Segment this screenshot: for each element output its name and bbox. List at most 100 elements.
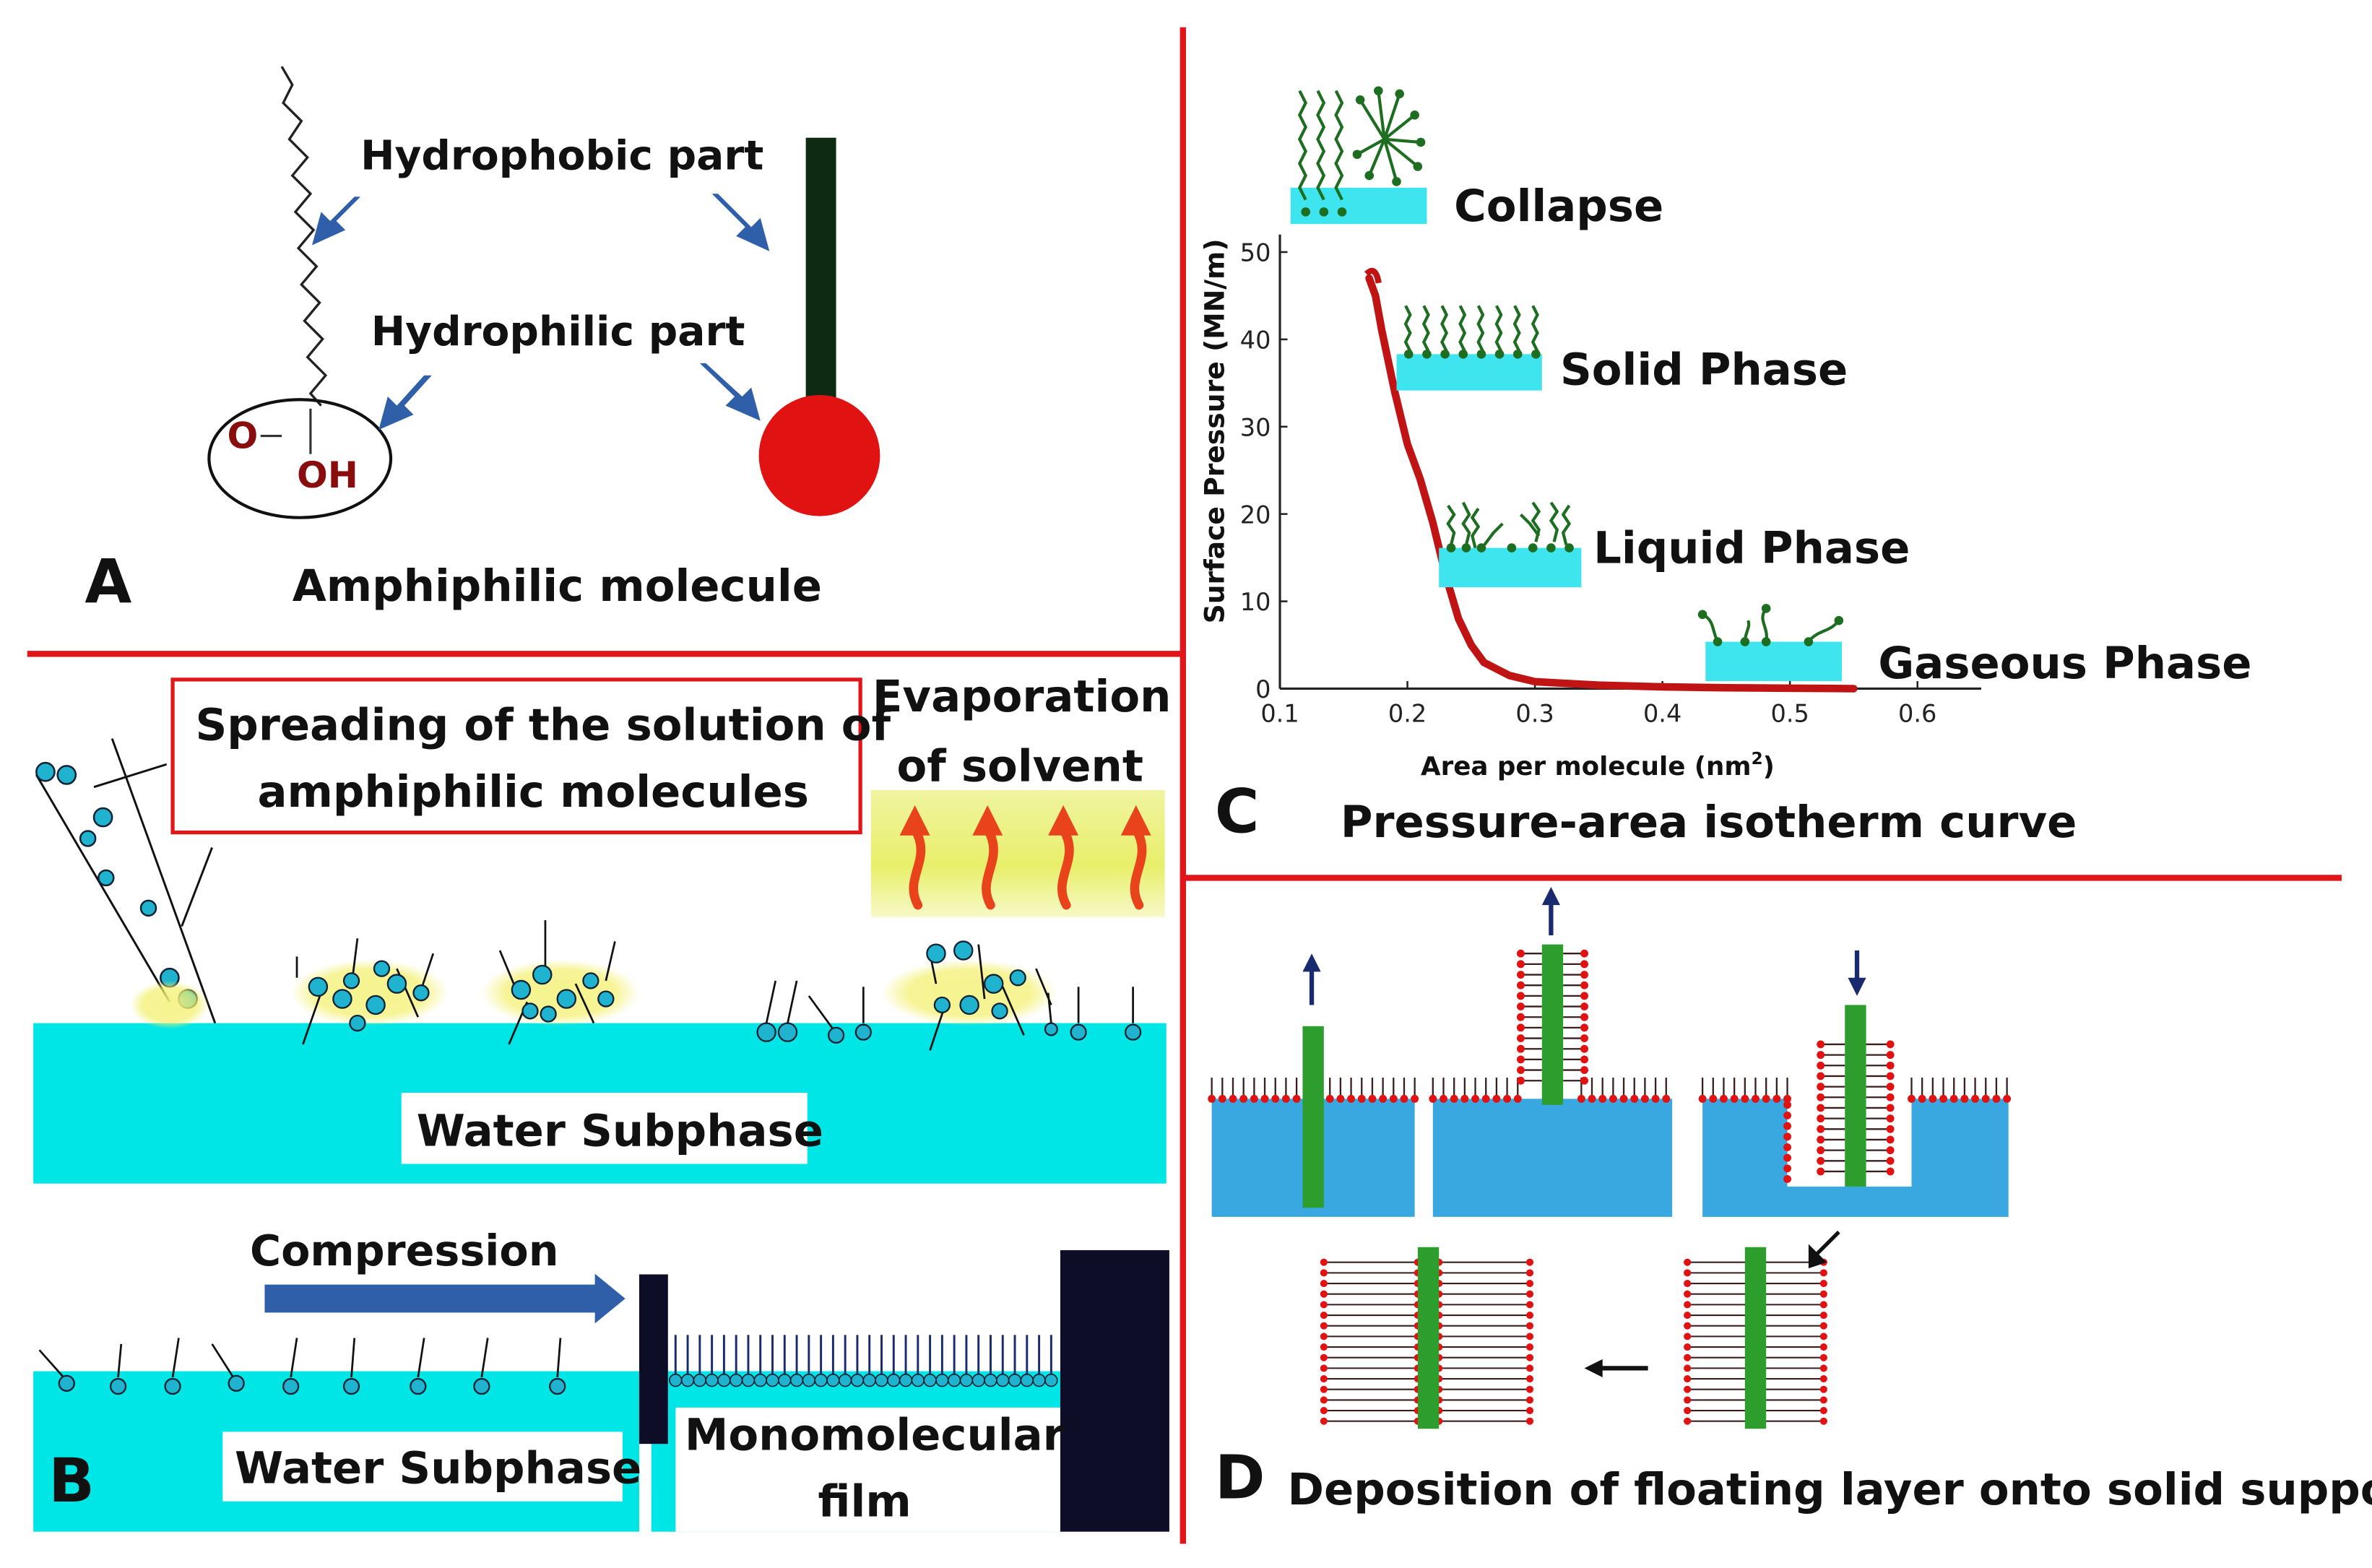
layer-head <box>1239 1094 1248 1103</box>
bilayer-head <box>1819 1353 1827 1361</box>
column-head <box>1886 1051 1895 1060</box>
column-head <box>1886 1093 1895 1101</box>
layer-head <box>1662 1094 1671 1103</box>
film-molecule-head <box>814 1373 828 1387</box>
column-head <box>1516 1034 1525 1043</box>
substrate-4 <box>1417 1247 1440 1429</box>
column-head <box>1817 1135 1825 1144</box>
column-head <box>1516 971 1525 979</box>
layer-head <box>1347 1094 1356 1103</box>
multilayer-head <box>1320 1364 1328 1372</box>
multilayer-head <box>1320 1375 1328 1383</box>
column-head <box>1580 1066 1588 1075</box>
spreading-label-line1: Spreading of the solution of <box>196 701 891 751</box>
column-head <box>1886 1061 1895 1070</box>
phase-label-liquid: Liquid Phase <box>1593 524 1910 574</box>
multilayer-head <box>1526 1301 1534 1309</box>
column-head <box>1886 1135 1895 1144</box>
film-molecule-head <box>802 1373 816 1387</box>
panel-letter-a: A <box>85 546 131 617</box>
film-molecule-head <box>766 1373 779 1387</box>
evaporation-arrowheads <box>899 805 1151 836</box>
column-head <box>1783 1153 1792 1162</box>
column-head <box>1783 1164 1792 1173</box>
layer-head <box>1411 1094 1419 1103</box>
x-tick-label: 0.4 <box>1643 700 1681 728</box>
column-head <box>1817 1156 1825 1165</box>
column-head <box>1886 1114 1895 1123</box>
film-molecule-head <box>971 1373 985 1387</box>
bilayer-head <box>1819 1364 1827 1372</box>
y-tick-label: 0 <box>1255 675 1271 703</box>
film-molecule-head <box>680 1373 695 1387</box>
column-head <box>1516 1023 1525 1032</box>
layer-head <box>1762 1094 1770 1103</box>
column-head <box>1783 1111 1792 1119</box>
layer-head <box>1730 1094 1739 1103</box>
multilayer-head <box>1526 1417 1534 1425</box>
column-head <box>1817 1114 1825 1123</box>
multilayer-head <box>1526 1280 1534 1288</box>
layer-head <box>1271 1094 1280 1103</box>
y-tick-label: 50 <box>1240 239 1271 267</box>
multilayer-head <box>1320 1322 1328 1330</box>
bilayer-head <box>1819 1280 1827 1288</box>
multilayer-head <box>1526 1322 1534 1330</box>
bilayer-head <box>1684 1290 1692 1298</box>
film-molecule-head <box>996 1373 1010 1387</box>
layer-head <box>1960 1094 1969 1103</box>
sequence-arrows <box>1584 1230 1840 1377</box>
column-head <box>1817 1051 1825 1060</box>
evaporation-line2: of solvent <box>896 741 1143 792</box>
trough-3-water <box>1702 1099 2009 1217</box>
spreading-label-line2: amphiphilic molecules <box>258 767 809 818</box>
film-molecule-head <box>778 1373 792 1387</box>
layer-head <box>1429 1094 1437 1103</box>
layer-head <box>1292 1094 1301 1103</box>
layer-head <box>1325 1094 1334 1103</box>
film-molecule-head <box>899 1373 913 1387</box>
film-label-box <box>675 1407 1060 1532</box>
multilayer-head <box>1526 1269 1534 1277</box>
layer-head <box>1720 1094 1728 1103</box>
x-tick-label: 0.5 <box>1770 700 1809 728</box>
layer-head <box>1400 1094 1408 1103</box>
column-head <box>1817 1061 1825 1070</box>
multilayer-head <box>1320 1312 1328 1320</box>
hydrophobic-label: Hydrophobic part <box>360 132 763 180</box>
multilayer-head <box>1320 1407 1328 1415</box>
film-molecule-head <box>935 1373 949 1387</box>
film-molecule-head <box>753 1373 767 1387</box>
panel-d: D Deposition of floating layer onto soli… <box>1208 886 2372 1515</box>
layer-head <box>1250 1094 1258 1103</box>
column-head <box>1580 1002 1588 1010</box>
phase-label-collapse: Collapse <box>1454 181 1663 232</box>
column-head <box>1817 1167 1825 1176</box>
panel-letter-c: C <box>1215 776 1260 847</box>
multilayer-head <box>1526 1312 1534 1320</box>
panel-letter-d: D <box>1215 1442 1265 1513</box>
column-head <box>1817 1125 1825 1133</box>
solid-phase-icon <box>1396 305 1542 391</box>
column-head <box>1886 1156 1895 1165</box>
column-head <box>1817 1093 1825 1101</box>
column-head <box>1783 1174 1792 1183</box>
column-head <box>1886 1104 1895 1112</box>
layer-head <box>1357 1094 1366 1103</box>
column-head <box>1516 1044 1525 1053</box>
gaseous-phase-icon <box>1697 604 1844 682</box>
layer-head <box>1440 1094 1447 1103</box>
multilayer-head <box>1526 1375 1534 1383</box>
arrow-to-circle <box>699 363 761 421</box>
column-head <box>1886 1040 1895 1049</box>
panel-a-caption: Amphiphilic molecule <box>293 561 822 612</box>
film-molecule-head <box>693 1373 707 1387</box>
water-subphase-upper-label: Water Subphase <box>417 1106 823 1156</box>
layer-head <box>1698 1094 1707 1103</box>
film-molecule-head <box>875 1373 888 1387</box>
column-head <box>1886 1072 1895 1080</box>
multilayer-head <box>1320 1343 1328 1351</box>
column-head <box>1516 949 1525 958</box>
column-head <box>1886 1146 1895 1155</box>
